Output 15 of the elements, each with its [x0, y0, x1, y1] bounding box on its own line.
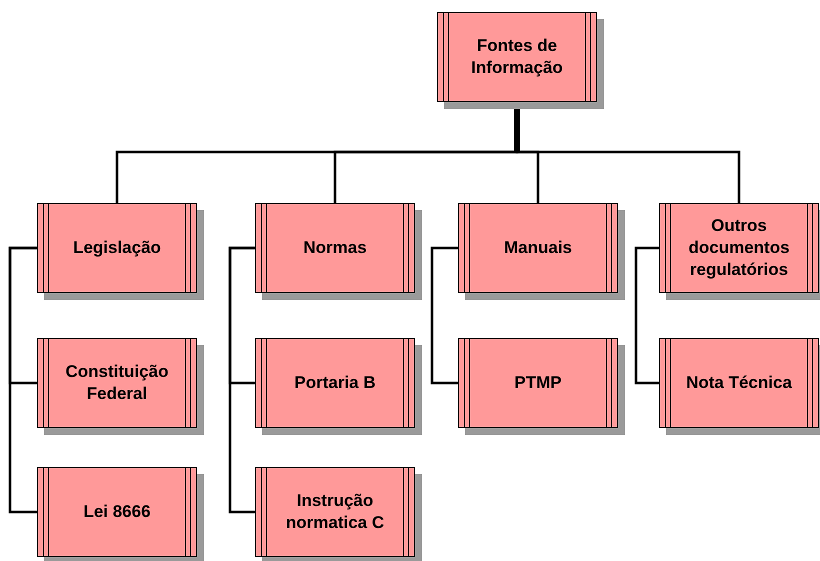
connector-line: [228, 246, 255, 514]
box-label: Legislação: [72, 236, 162, 259]
connector-line: [430, 246, 458, 384]
box-label: Outros documentos regulatórios: [687, 214, 791, 282]
box-label: Constituição Federal: [64, 360, 170, 405]
box-label: Nota Técnica: [685, 372, 793, 394]
box-label: Portaria B: [293, 372, 377, 394]
connector-line: [634, 246, 659, 384]
box-label: Instrução normatica C: [284, 490, 386, 534]
box-label: PTMP: [513, 372, 563, 394]
connector-line: [8, 246, 37, 514]
box-label: Normas: [302, 236, 368, 259]
box-label: Fontes de Informação: [470, 34, 564, 79]
box-label: Manuais: [502, 236, 574, 259]
box-label: Lei 8666: [82, 500, 152, 523]
